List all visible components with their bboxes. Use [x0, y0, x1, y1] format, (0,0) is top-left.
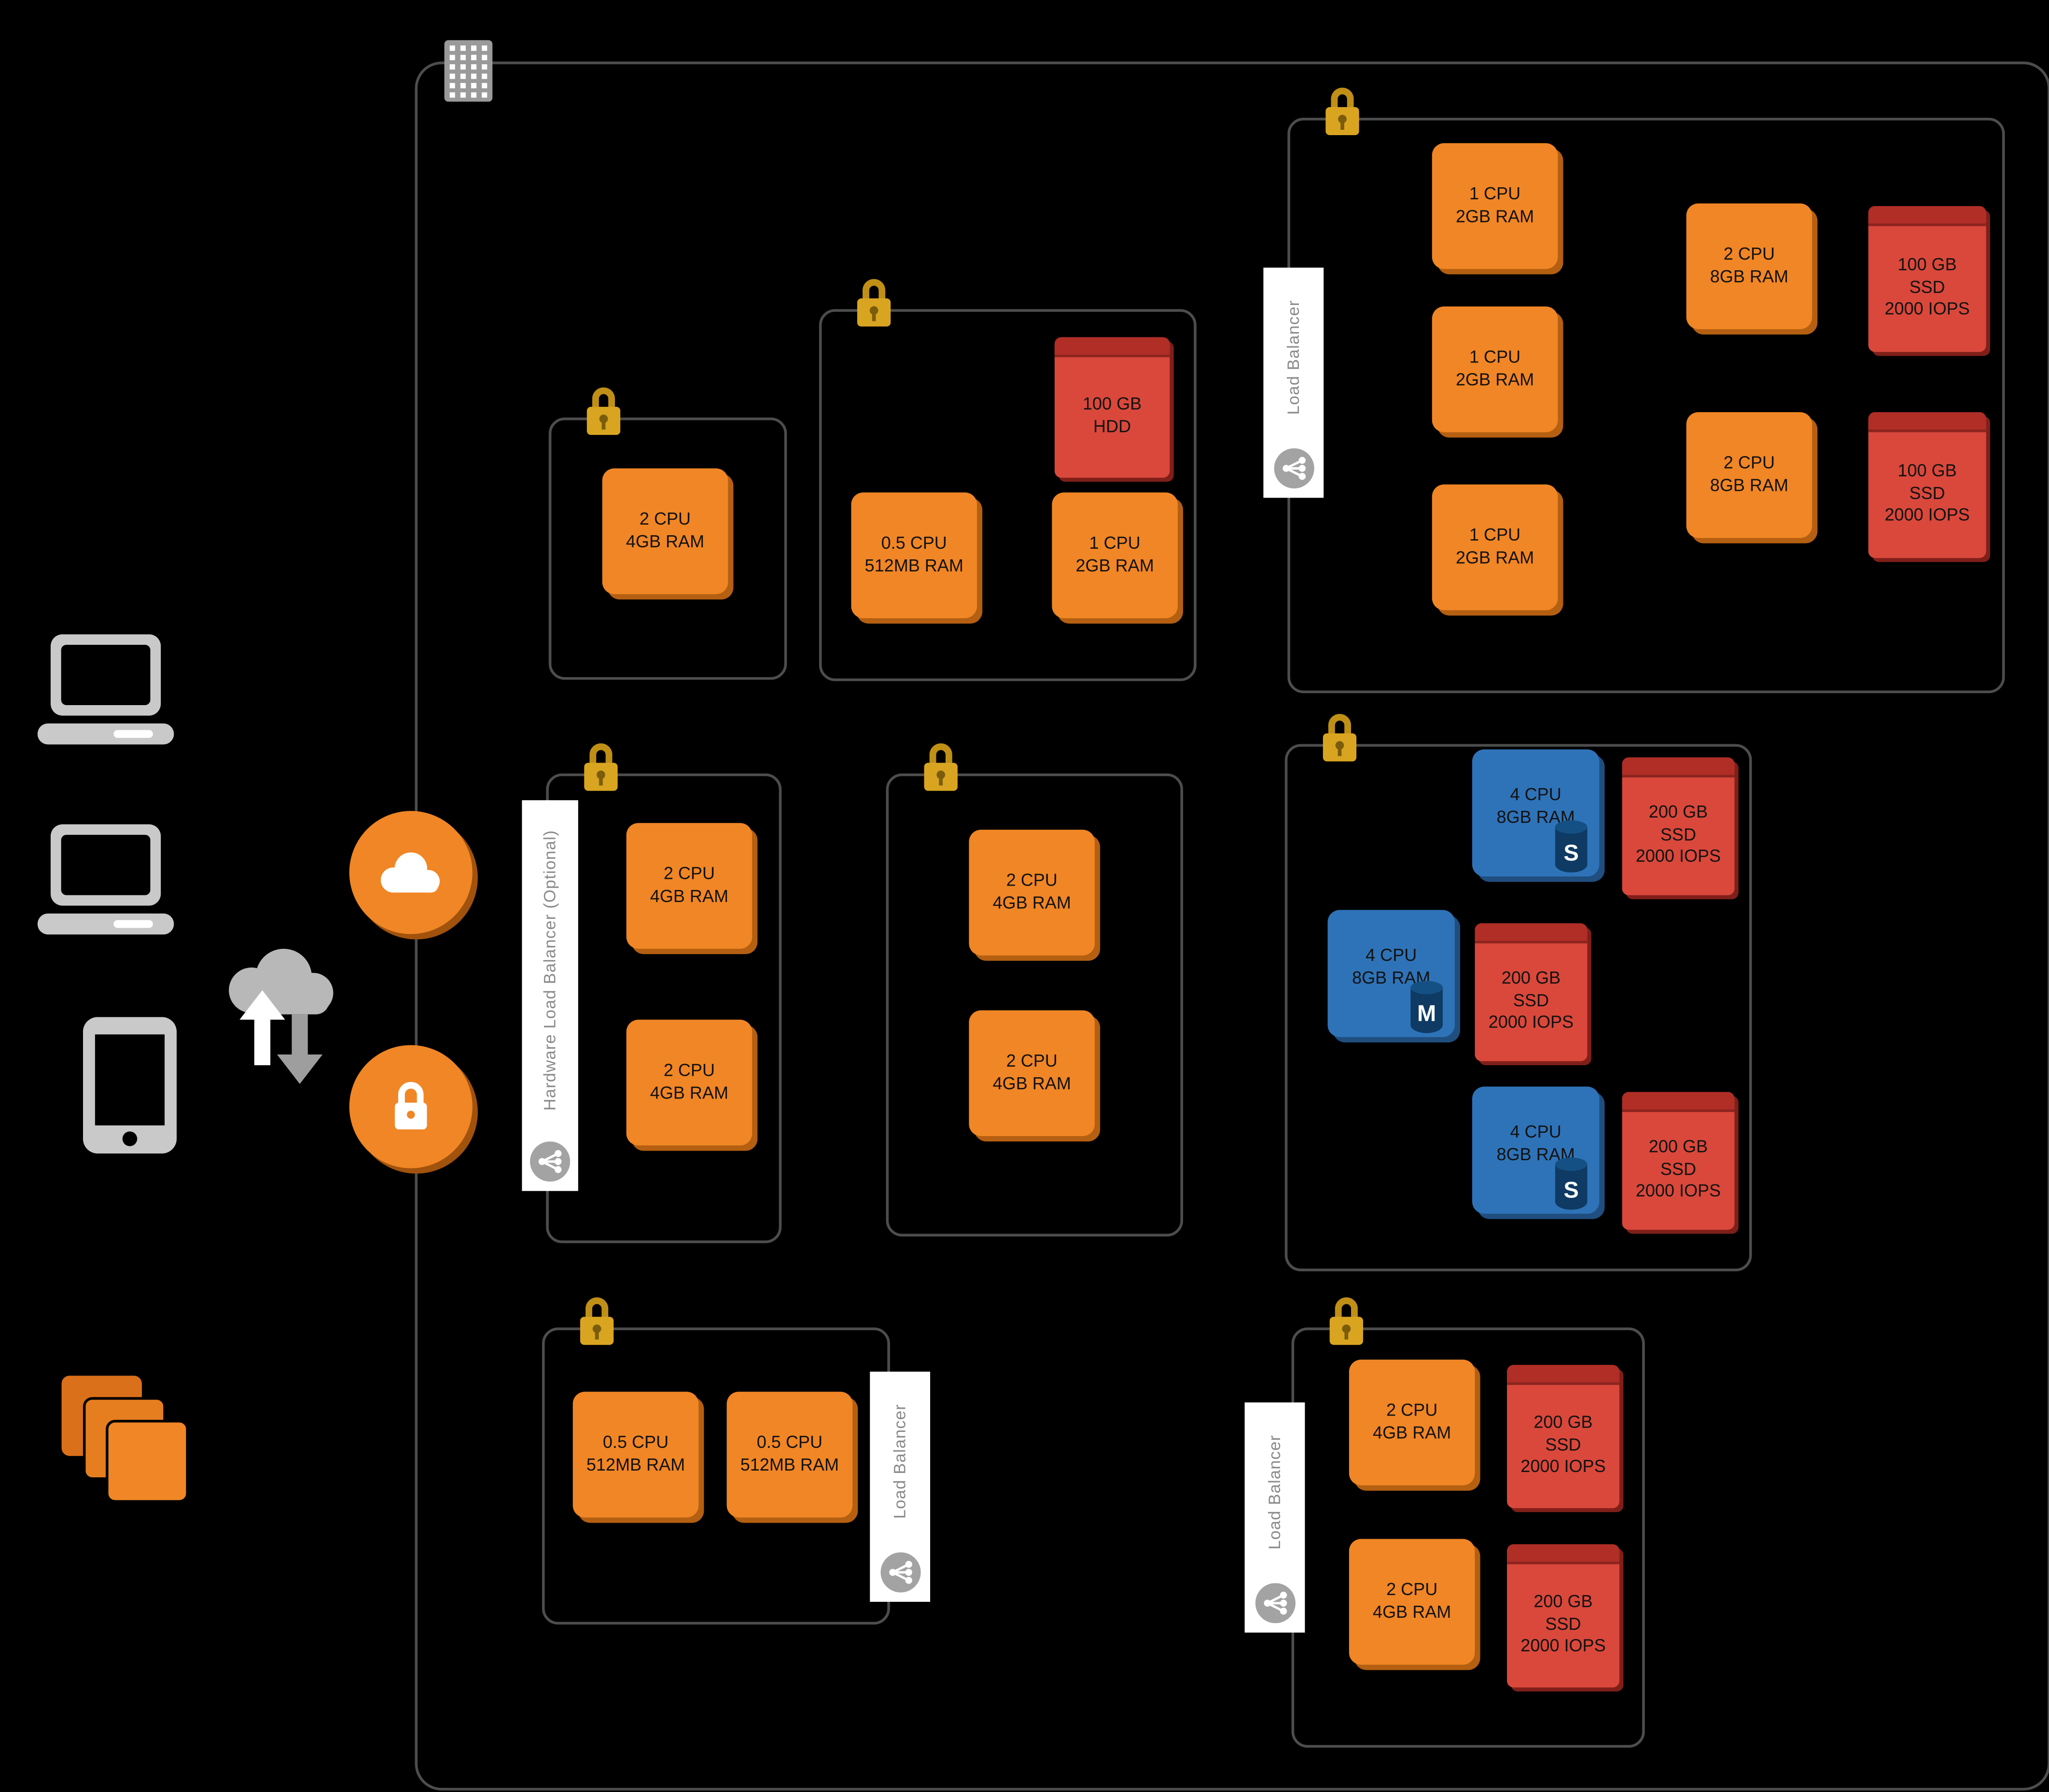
svg-text:S: S	[1563, 1177, 1578, 1203]
compute-node: 2 CPU 4GB RAM	[626, 1019, 753, 1146]
mobile-phone-icon	[83, 1017, 177, 1154]
load-balancer-label: Load Balancer	[1244, 1402, 1305, 1633]
load-balancer-text: Load Balancer	[1284, 300, 1303, 415]
security-group-bottom-left: 0.5 CPU 512MB RAM 0.5 CPU 512MB RAM Load…	[542, 1297, 931, 1625]
load-balancer-label: Load Balancer	[870, 1372, 931, 1602]
storage-node: 200 GB SSD 2000 IOPS	[1475, 923, 1588, 1061]
security-group-database: 4 CPU 8GB RAM S 200 GB SSD 2000 IOPS 4 C…	[1284, 714, 1752, 1272]
compute-node: 1 CPU 2GB RAM	[1432, 484, 1558, 611]
storage-node: 100 GB SSD 2000 IOPS	[1868, 412, 1986, 558]
load-balancer-icon	[1254, 1583, 1295, 1624]
laptop-icon	[37, 824, 174, 935]
padlock-icon	[924, 743, 958, 791]
compute-node: 2 CPU 4GB RAM	[969, 830, 1095, 956]
padlock-icon	[1323, 714, 1357, 762]
secure-gateway	[349, 1045, 473, 1168]
database-cylinder-icon: S	[1555, 820, 1588, 873]
svg-text:S: S	[1563, 840, 1578, 865]
padlock-icon	[1325, 87, 1359, 136]
compute-node: 2 CPU 8GB RAM	[1686, 412, 1812, 538]
padlock-icon	[580, 1297, 614, 1345]
compute-node: 0.5 CPU 512MB RAM	[726, 1391, 853, 1518]
cloud-gateway	[349, 811, 473, 934]
application-stack-icon	[61, 1375, 189, 1503]
security-group-mid-center: 2 CPU 4GB RAM 2 CPU 4GB RAM	[886, 743, 1184, 1236]
security-group-top-center: 100 GB HDD 0.5 CPU 512MB RAM 1 CPU 2GB R…	[819, 279, 1197, 681]
security-group-top-right: Load Balancer 1 CPU 2GB RAM 1 CPU 2GB RA…	[1263, 87, 2005, 694]
storage-node: 200 GB SSD 2000 IOPS	[1622, 757, 1735, 895]
database-node: 4 CPU 8GB RAM S	[1472, 749, 1600, 877]
compute-node: 1 CPU 2GB RAM	[1432, 143, 1558, 269]
cloud-upload-download-icon	[229, 948, 334, 1084]
compute-node: 2 CPU 8GB RAM	[1686, 203, 1812, 330]
compute-node: 0.5 CPU 512MB RAM	[851, 492, 977, 618]
load-balancer-label: Load Balancer	[1263, 267, 1324, 498]
compute-node: 2 CPU 4GB RAM	[969, 1010, 1095, 1137]
storage-node: 100 GB HDD	[1054, 337, 1170, 478]
svg-text:M: M	[1417, 1000, 1436, 1026]
load-balancer-icon	[530, 1141, 571, 1182]
load-balancer-text: Load Balancer	[891, 1403, 910, 1519]
database-node-label: 4 CPU 8GB RAM	[1496, 1121, 1575, 1164]
laptop-icon	[37, 634, 174, 745]
database-node-label: 4 CPU 8GB RAM	[1352, 945, 1431, 987]
storage-node: 200 GB SSD 2000 IOPS	[1507, 1544, 1619, 1688]
database-node-label: 4 CPU 8GB RAM	[1496, 784, 1575, 827]
compute-node: 2 CPU 4GB RAM	[1349, 1539, 1475, 1665]
storage-node: 200 GB SSD 2000 IOPS	[1622, 1092, 1735, 1230]
hardware-load-balancer-label: Hardware Load Balancer (Optional)	[522, 800, 578, 1191]
compute-node: 1 CPU 2GB RAM	[1432, 306, 1558, 432]
load-balancer-icon	[1273, 448, 1314, 489]
building-icon	[444, 40, 493, 102]
storage-node: 100 GB SSD 2000 IOPS	[1868, 206, 1986, 352]
compute-node: 2 CPU 4GB RAM	[626, 823, 753, 949]
compute-node: 0.5 CPU 512MB RAM	[572, 1391, 699, 1518]
load-balancer-icon	[880, 1552, 920, 1593]
compute-node: 2 CPU 4GB RAM	[602, 468, 728, 595]
compute-node: 1 CPU 2GB RAM	[1052, 492, 1178, 618]
database-cylinder-icon: M	[1410, 981, 1443, 1033]
cloud-icon	[380, 852, 440, 893]
database-node: 4 CPU 8GB RAM M	[1327, 910, 1455, 1037]
database-cylinder-icon: S	[1555, 1157, 1588, 1210]
security-group-bottom-right: Load Balancer 2 CPU 4GB RAM 200 GB SSD 2…	[1244, 1297, 1645, 1748]
database-node: 4 CPU 8GB RAM S	[1472, 1086, 1600, 1214]
padlock-icon	[857, 279, 891, 327]
storage-node: 200 GB SSD 2000 IOPS	[1507, 1365, 1619, 1508]
security-group-top-left: 2 CPU 4GB RAM	[548, 387, 787, 680]
lock-icon	[394, 1082, 427, 1130]
padlock-icon	[1329, 1297, 1363, 1345]
compute-node: 2 CPU 4GB RAM	[1349, 1360, 1475, 1486]
padlock-icon	[586, 387, 621, 435]
security-group-mid-left: Hardware Load Balancer (Optional) 2 CPU …	[522, 743, 782, 1243]
load-balancer-text: Load Balancer	[1265, 1434, 1284, 1550]
hardware-load-balancer-text: Hardware Load Balancer (Optional)	[541, 830, 559, 1111]
padlock-icon	[584, 743, 618, 791]
